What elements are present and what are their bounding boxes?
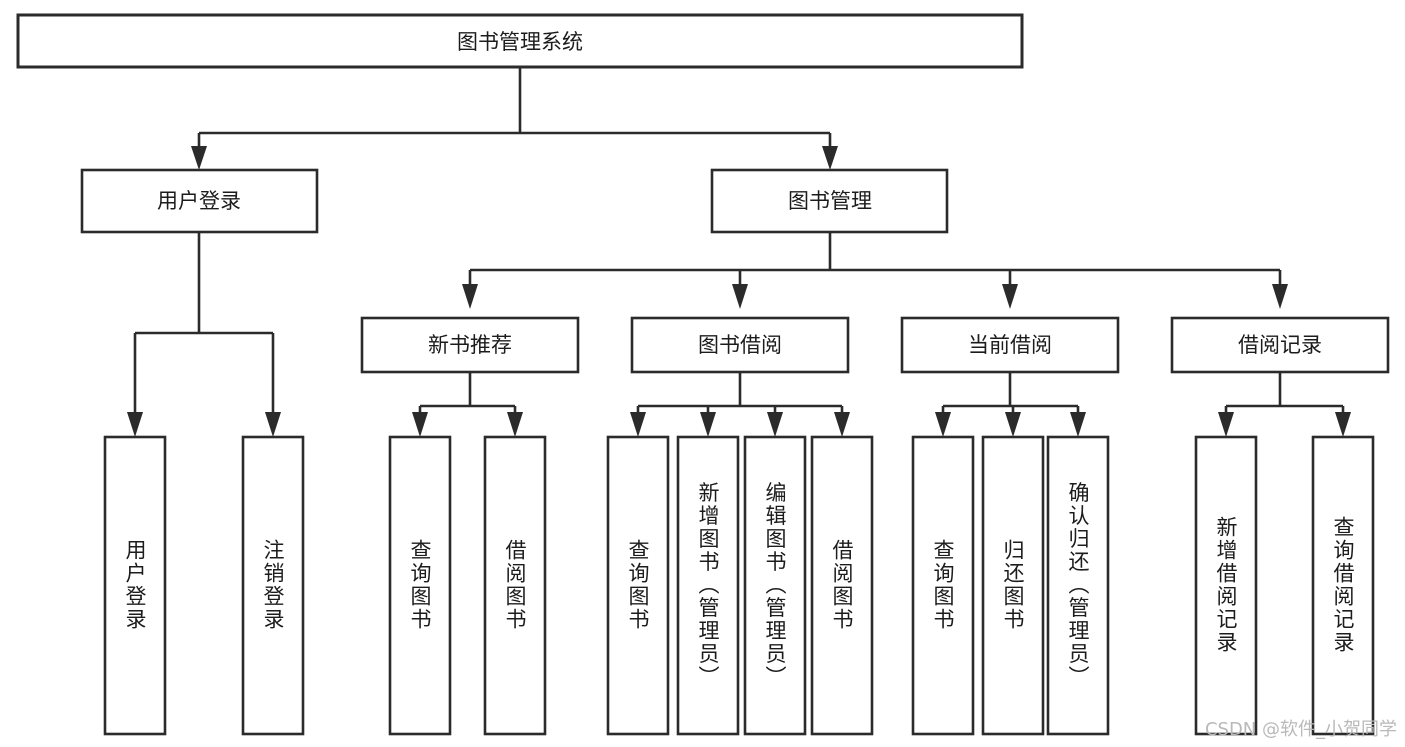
node-borrow-record-box[interactable]	[1170, 316, 1390, 374]
arrow-head-leaf-query-record	[1335, 412, 1351, 437]
node-current-borrow-box[interactable]	[900, 316, 1120, 374]
connector-group-current-borrow-to-leaves	[935, 372, 1086, 437]
arrow-head-leaf-query-book-c	[935, 412, 951, 437]
connector-group-new-book-rec-to-leaves	[412, 372, 523, 437]
node-leaf-return-book-box[interactable]	[981, 435, 1045, 736]
node-leaf-query-record[interactable]: 查询借阅记录	[1311, 435, 1375, 736]
node-borrow-record-label: 借阅记录	[1238, 333, 1322, 357]
node-root[interactable]: 图书管理系统	[16, 13, 1024, 69]
node-leaf-borrow-book-a-label: 借阅图书	[503, 539, 527, 631]
node-new-book-rec[interactable]: 新书推荐	[360, 316, 580, 374]
connector-group-root-to-level2	[191, 67, 838, 170]
node-root-box[interactable]	[16, 13, 1024, 69]
node-borrow-record[interactable]: 借阅记录	[1170, 316, 1390, 374]
node-leaf-query-book-a-label: 查询图书	[408, 539, 432, 631]
node-leaf-logout[interactable]: 注销登录	[241, 435, 305, 736]
node-leaf-add-record[interactable]: 新增借阅记录	[1194, 435, 1258, 736]
node-leaf-edit-book-label: 编辑图书（管理员）	[763, 482, 787, 689]
node-new-book-rec-label: 新书推荐	[428, 333, 512, 357]
node-book-borrow-box[interactable]	[630, 316, 850, 374]
node-leaf-query-book-a[interactable]: 查询图书	[388, 435, 452, 736]
arrow-head-leaf-user-login	[127, 412, 143, 437]
arrow-head-borrow-record	[1272, 284, 1288, 309]
node-leaf-user-login-box[interactable]	[103, 435, 167, 736]
node-user-login-label: 用户登录	[157, 189, 241, 213]
connector-group-book-borrow-to-leaves	[630, 372, 850, 437]
arrow-head-leaf-query-book-a	[412, 412, 428, 437]
node-leaf-query-book-a-box[interactable]	[388, 435, 452, 736]
node-leaf-query-book-b[interactable]: 查询图书	[606, 435, 670, 736]
node-leaf-user-login-label: 用户登录	[123, 539, 147, 631]
node-user-login-box[interactable]	[80, 168, 319, 234]
node-leaf-query-book-b-label: 查询图书	[626, 539, 650, 631]
node-leaf-add-record-label: 新增借阅记录	[1214, 516, 1238, 654]
arrow-head-leaf-query-book-b	[630, 412, 646, 437]
node-leaf-user-login[interactable]: 用户登录	[103, 435, 167, 736]
arrow-head-leaf-edit-book	[767, 412, 783, 437]
node-leaf-edit-book[interactable]: 编辑图书（管理员）	[743, 435, 807, 736]
connector-group-book-manage-to-level3	[462, 232, 1288, 309]
node-leaf-confirm-return[interactable]: 确认归还（管理员）	[1046, 435, 1110, 736]
arrow-head-user-login	[191, 146, 207, 170]
node-leaf-borrow-book-a[interactable]: 借阅图书	[483, 435, 547, 736]
node-leaf-borrow-book-b-box[interactable]	[810, 435, 874, 736]
node-leaf-add-book[interactable]: 新增图书（管理员）	[676, 435, 740, 736]
node-book-borrow[interactable]: 图书借阅	[630, 316, 850, 374]
node-leaf-confirm-return-box[interactable]	[1046, 435, 1110, 736]
node-leaf-query-record-label: 查询借阅记录	[1331, 516, 1355, 654]
node-leaf-add-record-box[interactable]	[1194, 435, 1258, 736]
node-leaf-query-book-c-box[interactable]	[911, 435, 975, 736]
node-user-login[interactable]: 用户登录	[80, 168, 319, 234]
arrow-head-leaf-logout	[265, 412, 281, 437]
connector-group-borrow-record-to-leaves	[1218, 372, 1351, 437]
node-leaf-return-book[interactable]: 归还图书	[981, 435, 1045, 736]
node-leaf-query-book-c[interactable]: 查询图书	[911, 435, 975, 736]
node-book-manage-box[interactable]	[710, 168, 949, 234]
node-current-borrow[interactable]: 当前借阅	[900, 316, 1120, 374]
arrow-head-leaf-add-book	[700, 412, 716, 437]
arrow-head-book-borrow	[732, 284, 748, 309]
node-leaf-add-book-label: 新增图书（管理员）	[696, 482, 720, 689]
arrow-head-current-borrow	[1002, 284, 1018, 309]
arrow-head-leaf-confirm-return	[1070, 412, 1086, 437]
node-root-label: 图书管理系统	[457, 30, 583, 54]
node-leaf-logout-label: 注销登录	[261, 539, 285, 631]
node-leaf-edit-book-box[interactable]	[743, 435, 807, 736]
node-leaf-borrow-book-b[interactable]: 借阅图书	[810, 435, 874, 736]
node-leaf-confirm-return-label: 确认归还（管理员）	[1066, 482, 1090, 689]
arrow-head-book-manage	[822, 146, 838, 170]
node-leaf-return-book-label: 归还图书	[1001, 539, 1025, 631]
arrow-head-leaf-add-record	[1218, 412, 1234, 437]
node-leaf-borrow-book-a-box[interactable]	[483, 435, 547, 736]
arrow-head-leaf-borrow-book-b	[834, 412, 850, 437]
arrow-head-leaf-borrow-book-a	[507, 412, 523, 437]
arrow-head-leaf-return-book	[1005, 412, 1021, 437]
node-leaf-borrow-book-b-label: 借阅图书	[830, 539, 854, 631]
node-new-book-rec-box[interactable]	[360, 316, 580, 374]
node-leaf-logout-box[interactable]	[241, 435, 305, 736]
node-current-borrow-label: 当前借阅	[968, 333, 1052, 357]
arrow-head-new-book-rec	[462, 284, 478, 309]
node-leaf-add-book-box[interactable]	[676, 435, 740, 736]
node-book-manage-label: 图书管理	[788, 189, 872, 213]
node-leaf-query-book-b-box[interactable]	[606, 435, 670, 736]
node-leaf-query-record-box[interactable]	[1311, 435, 1375, 736]
connector-group-user-login-to-leaves	[127, 232, 281, 437]
node-book-borrow-label: 图书借阅	[698, 333, 782, 357]
node-book-manage[interactable]: 图书管理	[710, 168, 949, 234]
node-leaf-query-book-c-label: 查询图书	[931, 539, 955, 631]
